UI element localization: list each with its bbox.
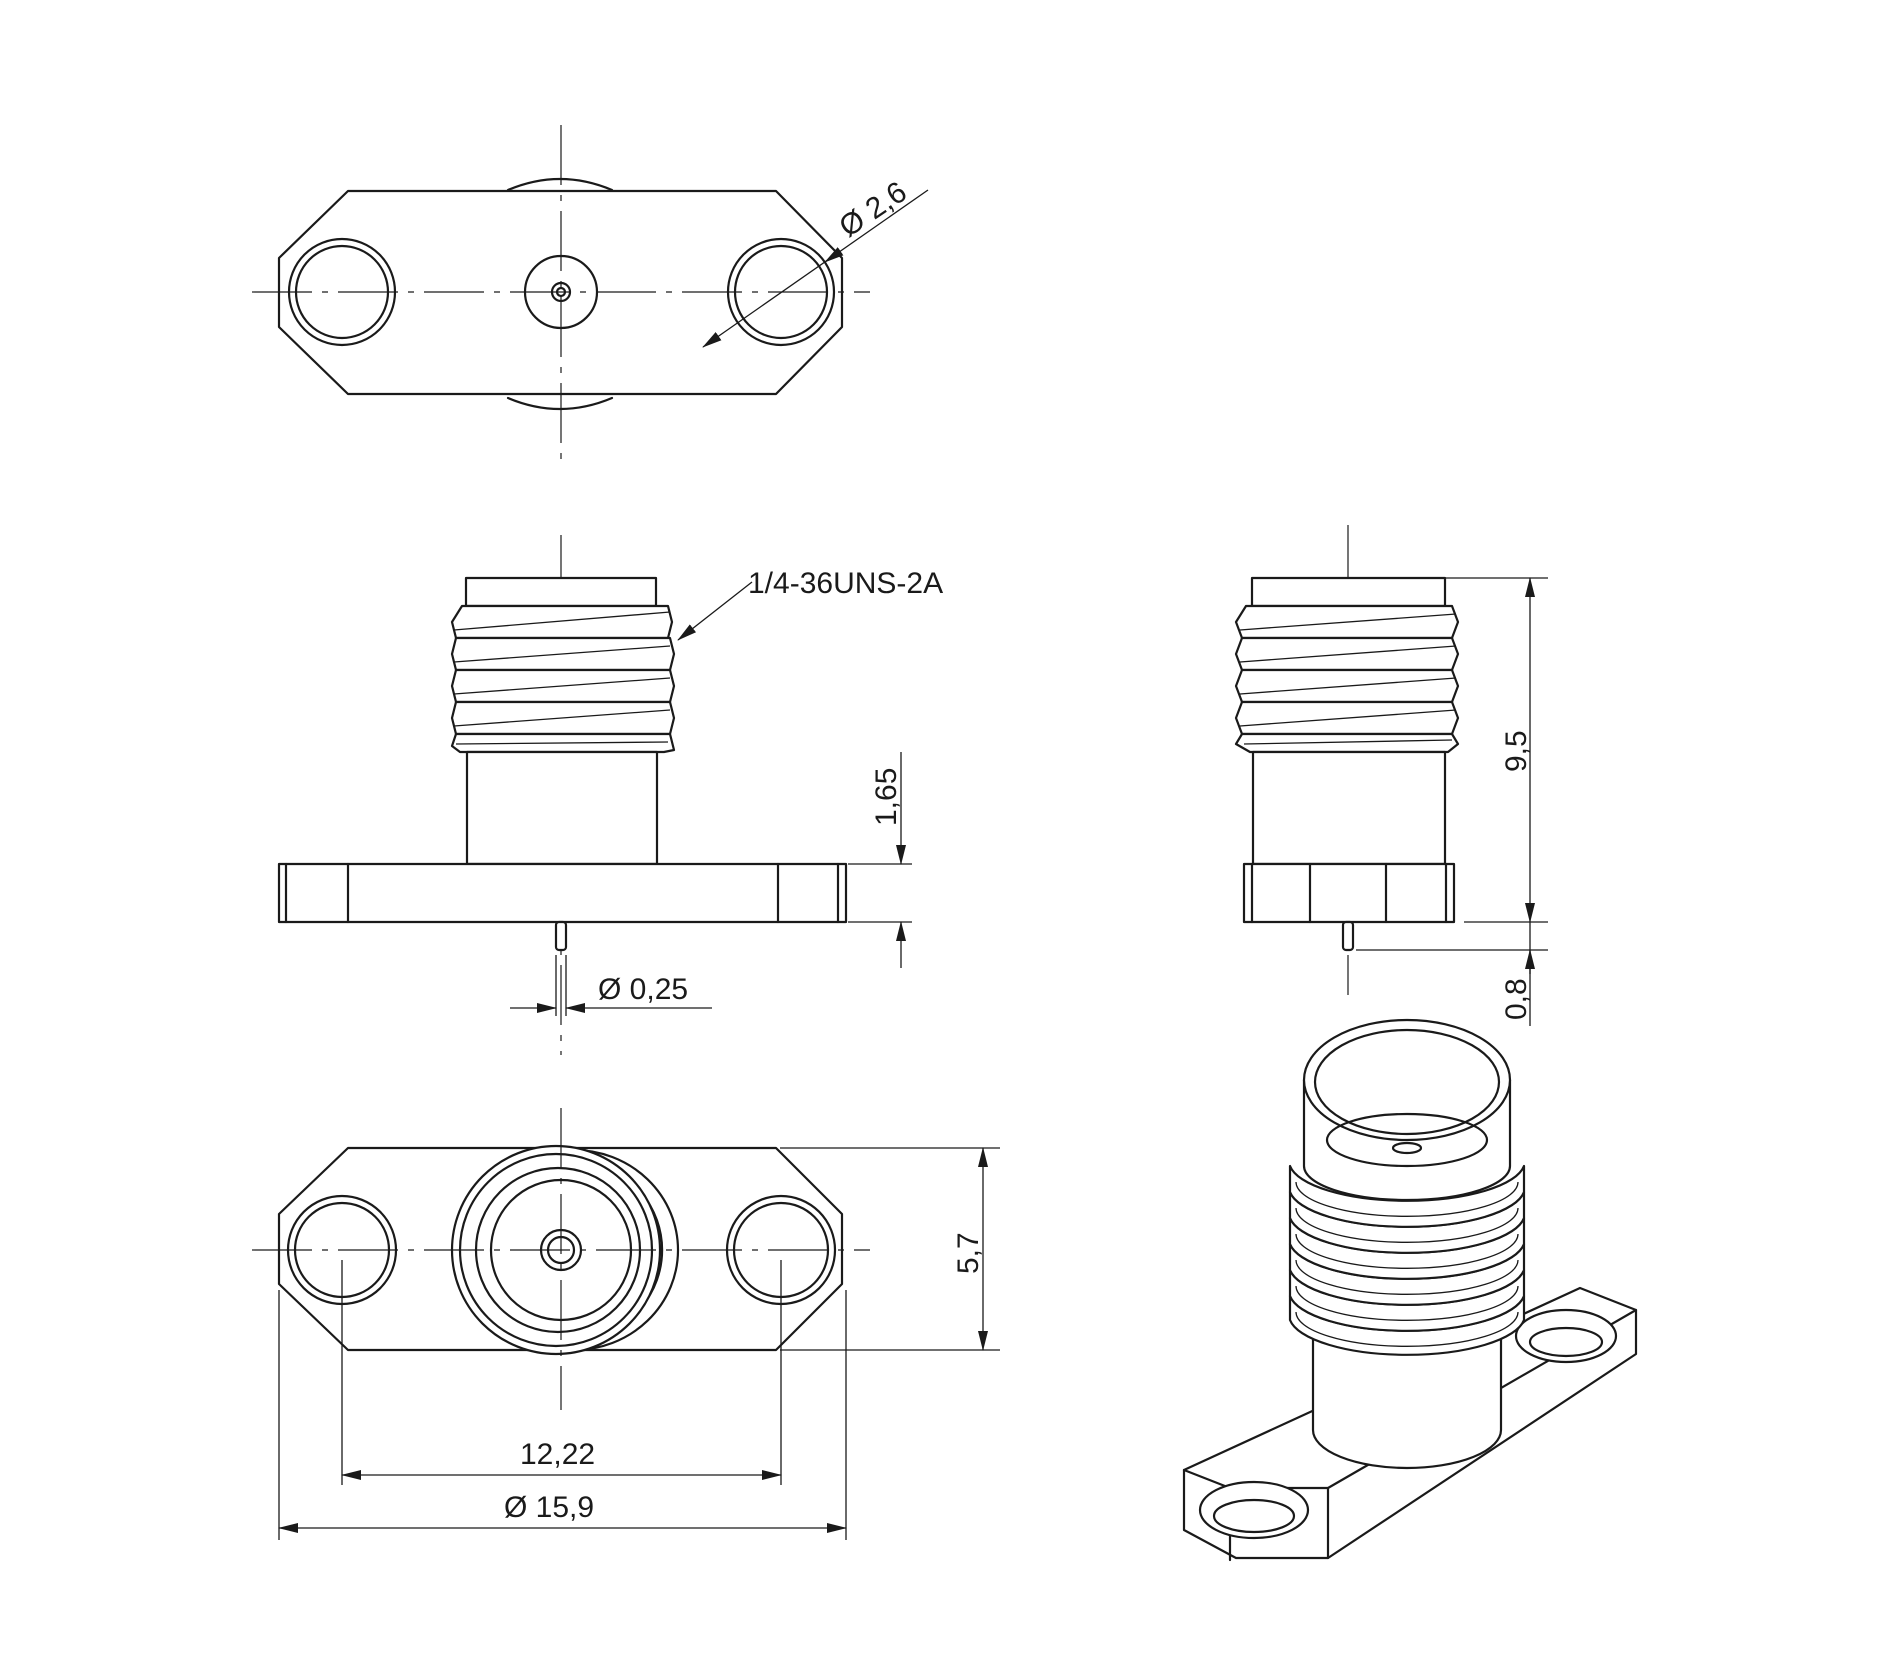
- top-view: Ø 2,6: [252, 125, 929, 462]
- pin-diameter-label: Ø 0,25: [598, 973, 688, 1006]
- overall-height-label: 9,5: [1500, 730, 1533, 772]
- isometric-view: [1182, 1018, 1638, 1562]
- front-view-flange: [277, 862, 848, 924]
- front-view-pin: [554, 920, 568, 952]
- flange-width-label: 5,7: [952, 1232, 985, 1274]
- thread-spec-callout: 1/4-36UNS-2A: [677, 567, 943, 641]
- iso-threads: [1288, 1164, 1526, 1356]
- front-view-threads: [450, 604, 676, 754]
- side-view-body: [1251, 750, 1447, 866]
- hole-spacing-label: 12,22: [520, 1438, 595, 1471]
- side-view: 9,5 0,8: [1234, 525, 1548, 1026]
- side-view-pin: [1341, 920, 1355, 952]
- front-view: 1,65 Ø 0,25: [277, 535, 912, 1055]
- side-view-threads: [1234, 604, 1460, 754]
- front-view-body: [465, 750, 659, 866]
- iso-rear-hole: [1514, 1308, 1618, 1364]
- flange-thickness-label: 1,65: [870, 768, 903, 826]
- side-view-flange: [1242, 862, 1456, 924]
- iso-front-hole: [1198, 1480, 1310, 1540]
- bottom-view: 5,7 12,22 Ø 15,9: [252, 1108, 1000, 1540]
- iso-top-opening: [1302, 1018, 1512, 1142]
- flange-length-label: Ø 15,9: [504, 1491, 594, 1524]
- thread-spec-label: 1/4-36UNS-2A: [748, 567, 943, 600]
- hole-diameter-label: Ø 2,6: [833, 175, 912, 243]
- pin-length-label: 0,8: [1500, 978, 1533, 1020]
